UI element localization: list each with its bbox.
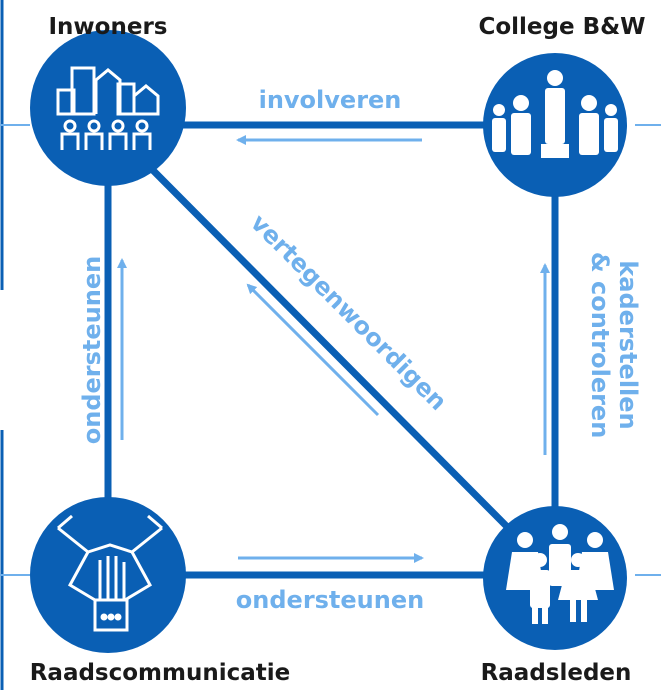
edge-label-right-line2: & controleren xyxy=(586,252,614,439)
node-raadsleden xyxy=(483,506,627,650)
node-label-inwoners: Inwoners xyxy=(49,14,168,40)
node-inwoners xyxy=(30,30,186,186)
node-label-raadsleden: Raadsleden xyxy=(481,660,632,686)
arrow-vertegenwoordigen xyxy=(246,283,380,417)
edge-line-diagonal xyxy=(105,122,558,578)
edge-label-left: ondersteunen xyxy=(78,256,106,444)
edge-label-right-line1: kaderstellen xyxy=(614,260,642,429)
node-label-raadscommunicatie: Raadscommunicatie xyxy=(30,660,291,686)
edge-label-top: involveren xyxy=(259,86,402,114)
node-label-college: College B&W xyxy=(478,14,645,40)
council-group-icon xyxy=(492,70,618,158)
city-people-icon xyxy=(56,66,160,150)
joined-hands-icon xyxy=(57,514,163,632)
node-college xyxy=(483,53,627,197)
node-raadscommunicatie xyxy=(30,497,186,653)
group-people-icon xyxy=(506,524,614,624)
edge-label-bottom: ondersteunen xyxy=(236,586,424,614)
